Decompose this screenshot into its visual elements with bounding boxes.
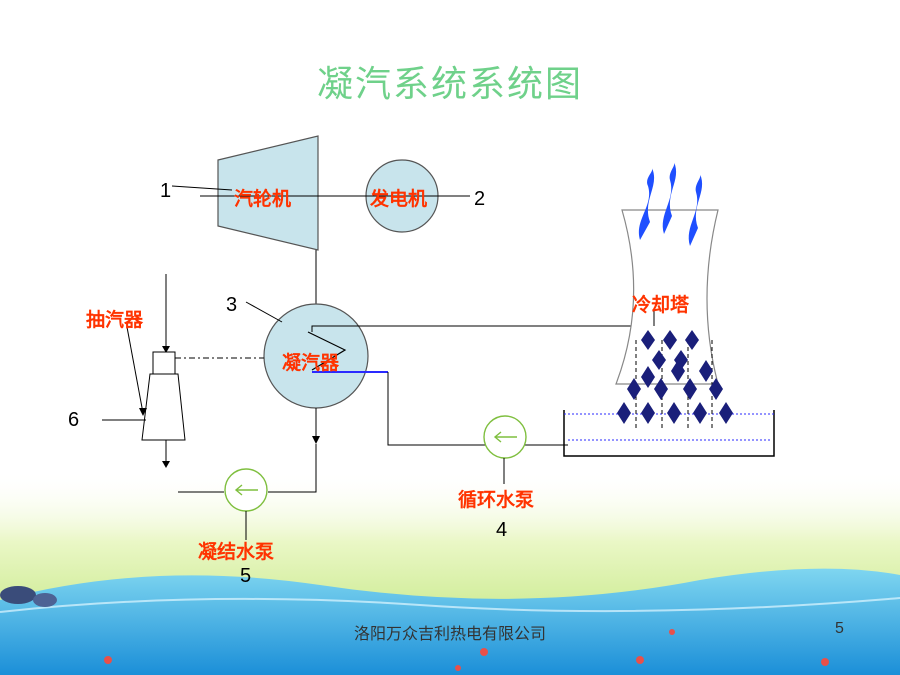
- cooling-tower-label: 冷却塔: [632, 294, 690, 316]
- ejector-label: 抽汽器: [86, 309, 144, 331]
- generator-label: 发电机: [370, 188, 428, 210]
- turbine-label: 汽轮机: [234, 188, 292, 210]
- label-number-2: 2: [474, 188, 486, 210]
- page-number: 5: [835, 620, 844, 637]
- page-title: 凝汽系统系统图: [316, 64, 583, 105]
- ejector-body: [141, 373, 186, 441]
- label-number-6: 6: [68, 409, 80, 431]
- condenser-label: 凝汽器: [282, 352, 340, 374]
- label-number-3: 3: [226, 294, 238, 316]
- label-number-4: 4: [496, 519, 508, 541]
- ejector-head: [152, 351, 176, 375]
- condensate-pump-label: 凝结水泵: [198, 541, 275, 563]
- steam-plume-icon: [638, 162, 703, 246]
- label-number-1: 1: [160, 180, 172, 202]
- circulating-pump-label: 循环水泵: [458, 489, 535, 511]
- steam-turbine: [217, 135, 319, 251]
- footer-company: 洛阳万众吉利热电有限公司: [353, 624, 546, 643]
- label-number-5: 5: [240, 565, 252, 587]
